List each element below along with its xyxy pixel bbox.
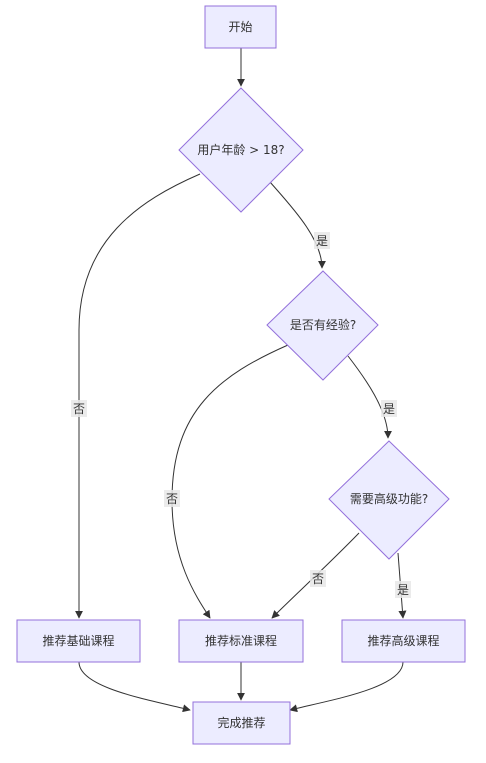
node-advanced-course: 推荐高级课程 <box>341 619 466 663</box>
node-basic-course-label: 推荐基础课程 <box>42 633 114 648</box>
node-standard-course: 推荐标准课程 <box>178 619 304 663</box>
edge-label-advanced-no: 否 <box>310 570 326 587</box>
node-basic-course: 推荐基础课程 <box>16 619 141 663</box>
node-experience-check: 是否有经验? <box>266 270 379 381</box>
node-age-check-diamond <box>178 87 304 213</box>
edge-label-age-yes-text: 是 <box>316 234 328 248</box>
node-finish: 完成推荐 <box>192 701 291 745</box>
edge-label-advanced-yes-text: 是 <box>397 583 409 597</box>
node-advanced-course-box <box>341 619 466 663</box>
node-standard-course-box <box>178 619 304 663</box>
edge-age-check-yes <box>269 181 326 269</box>
edge-basic-to-finish <box>78 661 191 713</box>
node-experience-check-diamond <box>266 270 379 381</box>
node-finish-label: 完成推荐 <box>217 715 265 730</box>
edge-label-advanced-yes: 是 <box>395 581 411 598</box>
edge-experience-yes <box>347 355 392 439</box>
edge-label-age-yes: 是 <box>314 232 330 249</box>
edge-age-check-no <box>75 173 201 619</box>
node-start-box <box>204 5 277 49</box>
node-start-label: 开始 <box>228 20 252 34</box>
node-finish-box <box>192 701 291 745</box>
nodes: 开始 用户年龄 > 18? 是否有经验? 需要高级功能? 推荐基础课程 推荐标准… <box>16 5 466 745</box>
node-basic-course-box <box>16 619 141 663</box>
edge-label-experience-yes: 是 <box>381 400 397 417</box>
edge-experience-no <box>171 344 289 619</box>
edge-label-age-no-text: 否 <box>73 402 85 416</box>
edge-label-age-no: 否 <box>71 400 87 417</box>
edge-label-experience-no: 否 <box>164 490 180 507</box>
node-age-check-label: 用户年龄 > 18? <box>197 142 284 157</box>
edge-label-experience-yes-text: 是 <box>383 402 395 416</box>
node-advanced-check-diamond <box>328 440 450 560</box>
edge-label-experience-no-text: 否 <box>166 492 178 506</box>
edge-label-advanced-no-text: 否 <box>312 572 324 586</box>
node-advanced-course-label: 推荐高级课程 <box>367 633 439 648</box>
edge-advanced-to-finish <box>289 661 404 713</box>
node-age-check: 用户年龄 > 18? <box>178 87 304 213</box>
node-advanced-check-label: 需要高级功能? <box>350 491 428 506</box>
node-advanced-check: 需要高级功能? <box>328 440 450 560</box>
node-standard-course-label: 推荐标准课程 <box>205 633 277 648</box>
edge-labels: 是 否 是 否 否 是 <box>71 232 411 598</box>
node-start: 开始 <box>204 5 277 49</box>
node-experience-check-label: 是否有经验? <box>290 317 356 332</box>
